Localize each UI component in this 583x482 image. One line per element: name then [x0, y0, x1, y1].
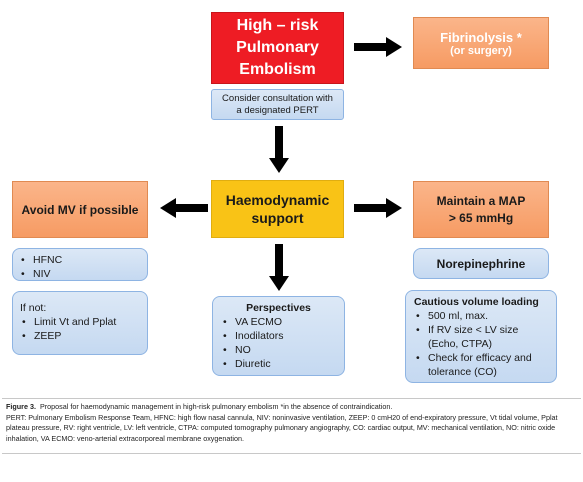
high-risk-line-3: Embolism	[239, 61, 316, 78]
consult-line-1: Consider consultation with	[222, 92, 333, 104]
if-not-item: Limit Vt and Pplat	[20, 315, 140, 329]
maintain-map-line-2: > 65 mmHg	[448, 210, 514, 225]
fibrinolysis-box: Fibrinolysis * (or surgery)	[413, 17, 549, 69]
high-risk-line-2: Pulmonary	[236, 39, 319, 56]
consult-line-2: a designated PERT	[236, 104, 319, 116]
if-not-box: If not: Limit Vt and Pplat ZEEP	[12, 291, 148, 355]
hfnc-niv-box: HFNC NIV	[12, 248, 148, 281]
avoid-mv-label: Avoid MV if possible	[21, 202, 139, 217]
caption-bottom-divider	[2, 453, 581, 454]
haemodynamic-line-2: support	[251, 210, 304, 226]
high-risk-pe-box: High – risk Pulmonary Embolism	[211, 12, 344, 84]
maintain-map-line-1: Maintain a MAP	[436, 193, 526, 208]
norepinephrine-box: Norepinephrine	[413, 248, 549, 279]
if-not-item: ZEEP	[20, 329, 140, 343]
haemodynamic-line-1: Haemodynamic	[225, 192, 330, 208]
high-risk-line-1: High – risk	[236, 17, 319, 34]
arrow-right-to-map	[354, 198, 402, 218]
perspectives-item: NO	[221, 343, 336, 357]
volume-item: If RV size < LV size (Echo, CTPA)	[414, 323, 548, 351]
hfnc-item: HFNC	[19, 253, 141, 267]
volume-item: 500 ml, max.	[414, 309, 548, 323]
if-not-title: If not:	[20, 302, 47, 314]
perspectives-item: Inodilators	[221, 329, 336, 343]
fibrinolysis-title: Fibrinolysis *	[440, 29, 522, 45]
consult-pert-box: Consider consultation with a designated …	[211, 89, 344, 120]
perspectives-item: Diuretic	[221, 357, 336, 371]
norepinephrine-label: Norepinephrine	[436, 256, 526, 271]
figure-caption: Figure 3. Proposal for haemodynamic mana…	[6, 402, 578, 444]
arrow-left-to-avoid-mv	[160, 198, 208, 218]
fibrinolysis-subtitle: (or surgery)	[450, 44, 512, 57]
arrow-down-to-perspectives	[269, 244, 289, 291]
haemodynamic-support-box: Haemodynamic support	[211, 180, 344, 238]
niv-item: NIV	[19, 267, 141, 281]
arrow-to-fibrinolysis	[354, 37, 402, 57]
arrow-down-to-haemodynamic	[269, 126, 289, 173]
volume-item: Check for efficacy and tolerance (CO)	[414, 351, 548, 379]
maintain-map-box: Maintain a MAP > 65 mmHg	[413, 181, 549, 238]
volume-loading-box: Cautious volume loading 500 ml, max. If …	[405, 290, 557, 383]
perspectives-item: VA ECMO	[221, 315, 336, 329]
perspectives-box: Perspectives VA ECMO Inodilators NO Diur…	[212, 296, 345, 376]
caption-title: Proposal for haemodynamic management in …	[39, 402, 393, 411]
avoid-mv-box: Avoid MV if possible	[12, 181, 148, 238]
perspectives-title: Perspectives	[246, 302, 311, 314]
caption-legend: PERT: Pulmonary Embolism Response Team, …	[6, 412, 558, 443]
volume-title: Cautious volume loading	[414, 296, 539, 308]
caption-label: Figure 3.	[6, 402, 36, 411]
caption-divider	[2, 398, 581, 399]
